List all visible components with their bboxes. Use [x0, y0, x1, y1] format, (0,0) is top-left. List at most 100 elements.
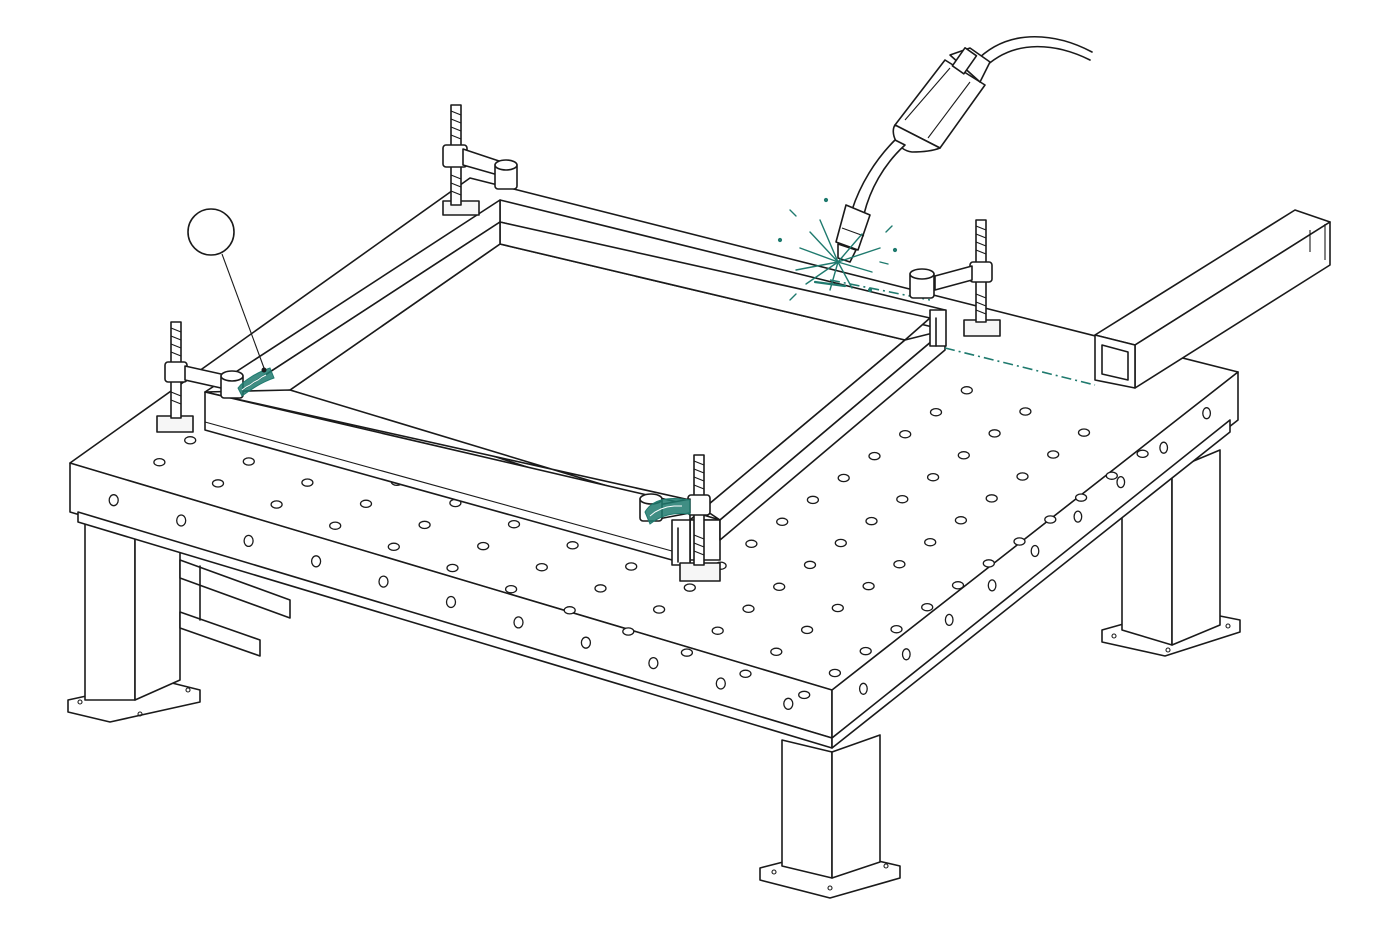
surface-hole — [837, 473, 850, 483]
front-edge-hole — [445, 595, 457, 609]
surface-hole — [806, 495, 820, 505]
front-edge-hole — [513, 616, 524, 629]
side-edge-hole — [1030, 544, 1040, 558]
surface-hole — [803, 560, 817, 570]
weld-bead-left — [237, 367, 275, 397]
surface-hole — [1019, 407, 1032, 416]
surface-hole — [711, 626, 724, 635]
surface-hole — [418, 520, 431, 530]
clamp-icon-back-right — [909, 219, 1001, 337]
surface-hole — [982, 559, 995, 568]
surface-hole — [951, 581, 965, 590]
surface-hole — [507, 519, 521, 529]
leg-back-left — [67, 514, 201, 723]
surface-hole — [1044, 515, 1057, 524]
surface-hole — [652, 605, 666, 614]
front-edge-hole — [378, 575, 389, 588]
front-edge-hole — [580, 636, 592, 649]
surface-hole — [929, 407, 943, 417]
surface-hole — [921, 602, 934, 612]
side-edge-hole — [1073, 510, 1083, 523]
square-tube-frame — [204, 199, 947, 566]
surface-hole — [831, 603, 844, 613]
front-tube-top — [204, 389, 721, 521]
surface-hole — [1136, 449, 1149, 459]
weld-bead-right — [644, 498, 691, 525]
side-edge-hole — [1202, 407, 1212, 420]
surface-hole — [184, 436, 197, 445]
welding-torch-icon — [835, 35, 1093, 263]
surface-hole — [776, 517, 789, 527]
alignment-guide-line — [944, 347, 1096, 386]
front-edge-hole — [243, 534, 254, 548]
front-edge-hole — [648, 656, 659, 670]
surface-hole — [924, 537, 937, 547]
surface-hole — [868, 451, 881, 461]
surface-hole — [211, 479, 225, 488]
surface-hole — [896, 494, 909, 504]
surface-hole — [834, 538, 847, 548]
surface-hole — [594, 584, 607, 593]
surface-hole — [954, 516, 968, 525]
table-legs — [67, 449, 1241, 899]
surface-hole — [563, 606, 576, 615]
clamp-icon-back-left — [442, 104, 518, 216]
side-edge-hole — [1159, 441, 1169, 454]
surface-hole — [242, 457, 255, 466]
surface-hole — [504, 584, 518, 594]
surface-hole — [1013, 537, 1026, 546]
surface-hole — [859, 646, 872, 656]
front-edge-hole — [176, 514, 187, 527]
surface-hole — [387, 542, 400, 552]
callout — [187, 208, 267, 373]
surface-hole — [865, 516, 878, 526]
surface-hole — [1105, 471, 1118, 480]
spark-icon — [777, 197, 898, 301]
surface-hole — [566, 541, 579, 550]
surface-hole — [800, 625, 814, 635]
surface-hole — [890, 624, 903, 634]
surface-hole — [960, 386, 973, 395]
surface-hole — [359, 499, 373, 509]
surface-hole — [329, 521, 342, 530]
surface-hole — [745, 539, 758, 549]
surface-hole — [862, 581, 875, 591]
side-edge-hole — [858, 682, 868, 695]
leg-brace — [179, 559, 291, 657]
surface-hole — [798, 690, 811, 700]
surface-hole — [446, 563, 459, 573]
clamp-icon-front-left — [156, 321, 244, 433]
surface-hole — [893, 559, 906, 569]
square-tube-icon — [1094, 209, 1331, 389]
surface-hole — [622, 627, 635, 636]
surface-hole — [985, 494, 998, 503]
surface-hole — [1016, 472, 1029, 481]
surface-hole — [988, 429, 1001, 438]
surface-hole — [1047, 450, 1060, 459]
surface-hole — [153, 457, 166, 467]
surface-hole — [770, 647, 783, 657]
surface-hole — [957, 451, 970, 460]
surface-hole — [680, 648, 694, 657]
surface-hole — [535, 562, 548, 572]
surface-hole — [301, 478, 314, 487]
edge-hole-row — [108, 407, 1212, 710]
surface-hole — [742, 604, 755, 614]
surface-hole — [270, 500, 283, 509]
surface-hole — [1077, 428, 1091, 437]
surface-hole — [773, 582, 786, 592]
front-edge-hole — [715, 677, 726, 690]
surface-hole — [899, 429, 912, 439]
surface-hole — [926, 472, 940, 482]
surface-hole — [739, 669, 752, 679]
front-edge-hole — [310, 555, 322, 568]
front-edge-hole — [783, 697, 794, 710]
surface-hole — [625, 562, 638, 571]
surface-hole — [477, 541, 490, 551]
surface-hole — [1074, 493, 1088, 502]
surface-hole — [683, 583, 696, 592]
side-edge-hole — [987, 579, 997, 592]
side-edge-hole — [944, 613, 954, 627]
side-edge-hole — [1116, 475, 1126, 489]
